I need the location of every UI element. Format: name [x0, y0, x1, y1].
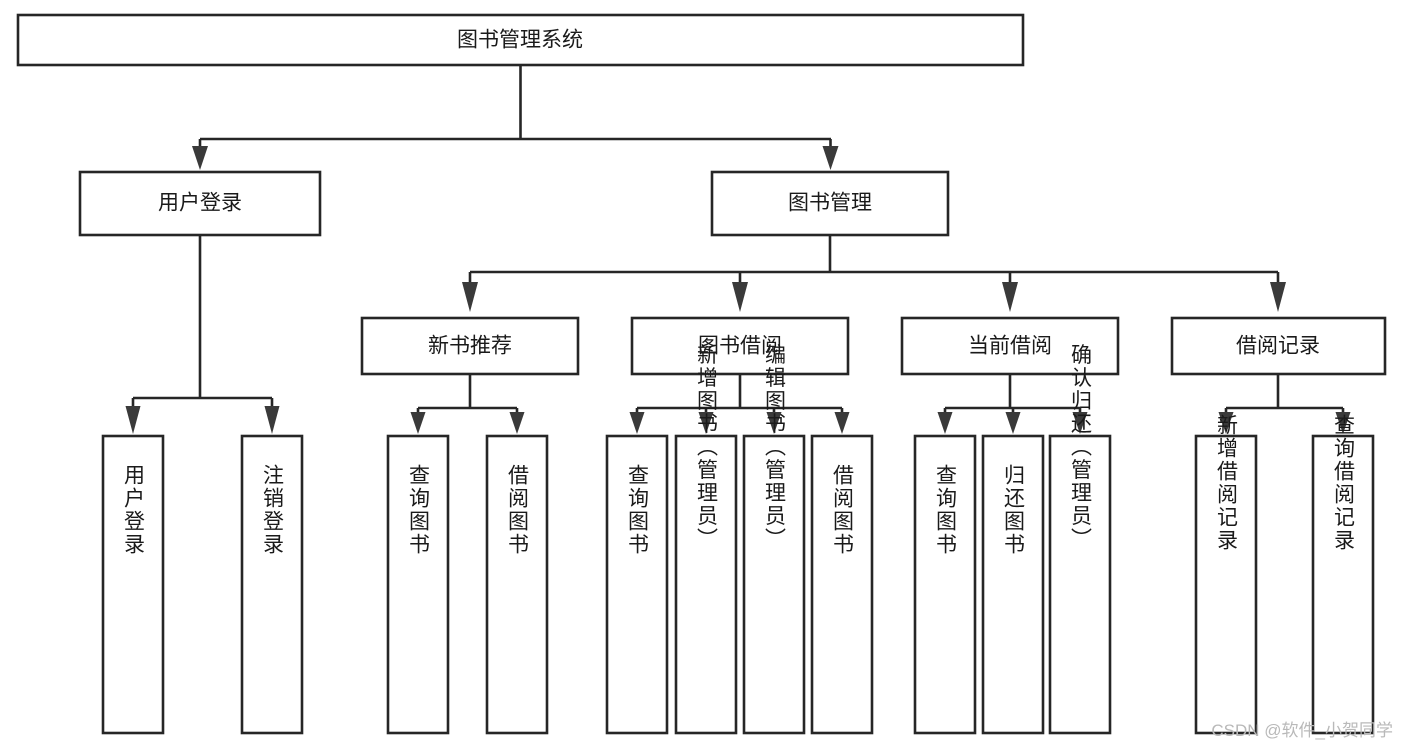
node-root-label: 图书管理系统	[457, 29, 583, 52]
leaf-borrow-book-borrow-label: 借阅图书	[831, 464, 855, 556]
node-new-book-recommend-box[interactable]	[360, 316, 580, 376]
node-borrow-record-label: 借阅记录	[1236, 335, 1320, 358]
leaf-logout[interactable]: 注销登录	[240, 434, 304, 735]
leaf-confirm-return-admin-label: 确认归还（管理员）	[1069, 344, 1093, 551]
leaf-borrow-book-borrow[interactable]: 借阅图书	[810, 434, 874, 735]
node-user-login-label: 用户登录	[158, 192, 242, 215]
arrow-head-leaf-borrow-book-2	[834, 412, 850, 434]
leaf-user-login[interactable]: 用户登录	[101, 434, 165, 735]
leaf-query-borrow-record-label: 查询借阅记录	[1332, 414, 1356, 552]
arrow-head-leaf-add-record	[1218, 412, 1234, 434]
arrow-head-leaf-user-login	[125, 406, 141, 434]
node-book-borrow-label: 图书借阅	[698, 335, 782, 358]
node-current-borrow[interactable]: 当前借阅	[900, 316, 1120, 376]
leaf-query-book-borrow-box[interactable]	[605, 434, 669, 735]
leaf-confirm-return-admin-box[interactable]	[1048, 434, 1112, 735]
arrow-head-user-login	[192, 146, 208, 170]
leaf-return-book-box[interactable]	[981, 434, 1045, 735]
leaf-query-book-current-box[interactable]	[913, 434, 977, 735]
connector-layer	[125, 65, 1351, 434]
leaf-add-borrow-record-label: 新增借阅记录	[1215, 414, 1239, 552]
node-book-management[interactable]: 图书管理	[710, 170, 950, 237]
leaf-query-book-newbook-label: 查询图书	[407, 464, 431, 556]
leaf-borrow-book-borrow-box[interactable]	[810, 434, 874, 735]
leaf-user-login-label: 用户登录	[122, 464, 146, 556]
leaf-logout-box[interactable]	[240, 434, 304, 735]
node-borrow-record-box[interactable]	[1170, 316, 1387, 376]
leaf-query-borrow-record-box[interactable]	[1311, 434, 1375, 735]
arrow-head-leaf-return-book	[1005, 412, 1021, 434]
node-book-management-box[interactable]	[710, 170, 950, 237]
leaf-add-book-admin-box[interactable]	[674, 434, 738, 735]
leaf-query-book-newbook[interactable]: 查询图书	[386, 434, 450, 735]
node-current-borrow-box[interactable]	[900, 316, 1120, 376]
leaf-user-login-box[interactable]	[101, 434, 165, 735]
leaf-borrow-book-newbook-box[interactable]	[485, 434, 549, 735]
node-user-login[interactable]: 用户登录	[78, 170, 322, 237]
node-new-book-recommend[interactable]: 新书推荐	[360, 316, 580, 376]
leaf-borrow-book-newbook-label: 借阅图书	[506, 464, 530, 556]
leaf-query-borrow-record[interactable]: 查询借阅记录	[1311, 414, 1375, 735]
arrow-head-leaf-query-book-3	[937, 412, 953, 434]
arrow-head-leaf-query-book-2	[629, 412, 645, 434]
leaf-edit-book-admin-box[interactable]	[742, 434, 806, 735]
arrow-head-leaf-query-record	[1335, 412, 1351, 434]
leaf-add-book-admin-label: 新增图书（管理员）	[695, 344, 719, 551]
node-root-book-management-system[interactable]: 图书管理系统	[16, 13, 1025, 67]
node-book-borrow-box[interactable]	[630, 316, 850, 376]
arrow-head-leaf-edit-book	[766, 412, 782, 434]
arrow-head-current-borrow	[1002, 282, 1018, 312]
leaf-query-book-borrow[interactable]: 查询图书	[605, 434, 669, 735]
node-new-book-recommend-label: 新书推荐	[428, 335, 512, 358]
leaf-add-book-admin[interactable]: 新增图书（管理员）	[674, 344, 738, 735]
leaf-query-book-current-label: 查询图书	[934, 464, 958, 556]
leaf-return-book-label: 归还图书	[1002, 464, 1026, 556]
leaf-return-book[interactable]: 归还图书	[981, 434, 1045, 735]
arrow-head-leaf-logout	[264, 406, 280, 434]
leaf-borrow-book-newbook[interactable]: 借阅图书	[485, 434, 549, 735]
arrow-head-leaf-confirm-return	[1072, 412, 1088, 434]
leaf-add-borrow-record-box[interactable]	[1194, 434, 1258, 735]
leaf-logout-label: 注销登录	[261, 464, 285, 556]
arrow-head-book-borrow	[732, 282, 748, 312]
leaf-edit-book-admin[interactable]: 编辑图书（管理员）	[742, 344, 806, 735]
leaf-edit-book-admin-label: 编辑图书（管理员）	[763, 344, 787, 551]
leaf-query-book-borrow-label: 查询图书	[626, 464, 650, 556]
csdn-watermark: CSDN @软件_小贺同学	[1211, 721, 1393, 740]
leaf-add-borrow-record[interactable]: 新增借阅记录	[1194, 414, 1258, 735]
leaf-query-book-current[interactable]: 查询图书	[913, 434, 977, 735]
node-current-borrow-label: 当前借阅	[968, 335, 1052, 358]
node-root-box[interactable]	[16, 13, 1025, 67]
node-book-management-label: 图书管理	[788, 192, 872, 215]
node-user-login-box[interactable]	[78, 170, 322, 237]
arrow-head-leaf-add-book	[698, 412, 714, 434]
leaf-confirm-return-admin[interactable]: 确认归还（管理员）	[1048, 344, 1112, 735]
arrow-head-leaf-borrow-book-1	[509, 412, 525, 434]
leaf-query-book-newbook-box[interactable]	[386, 434, 450, 735]
arrow-head-leaf-query-book-1	[410, 412, 426, 434]
arrow-head-new-book-rec	[462, 282, 478, 312]
arrow-head-borrow-record	[1270, 282, 1286, 312]
arrow-head-book-mgmt	[822, 146, 839, 170]
node-book-borrow[interactable]: 图书借阅	[630, 316, 850, 376]
node-borrow-record[interactable]: 借阅记录	[1170, 316, 1387, 376]
